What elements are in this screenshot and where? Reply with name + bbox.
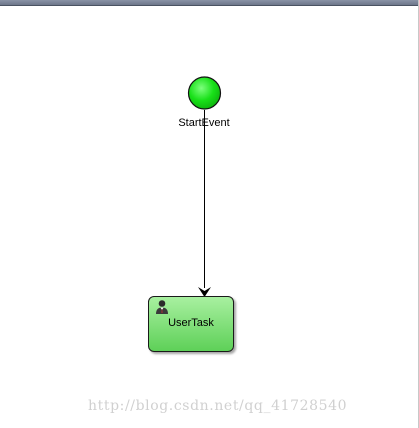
user-task-box[interactable]: UserTask: [148, 296, 234, 352]
window-top-bar: [0, 0, 419, 6]
user-icon: [156, 300, 168, 314]
sequence-flow-arrowhead: [198, 287, 211, 297]
watermark-text: http://blog.csdn.net/qq_41728540: [88, 398, 348, 414]
start-event-label: StartEvent: [178, 117, 230, 129]
user-task-label: UserTask: [168, 317, 214, 329]
start-event-circle[interactable]: [187, 76, 222, 110]
